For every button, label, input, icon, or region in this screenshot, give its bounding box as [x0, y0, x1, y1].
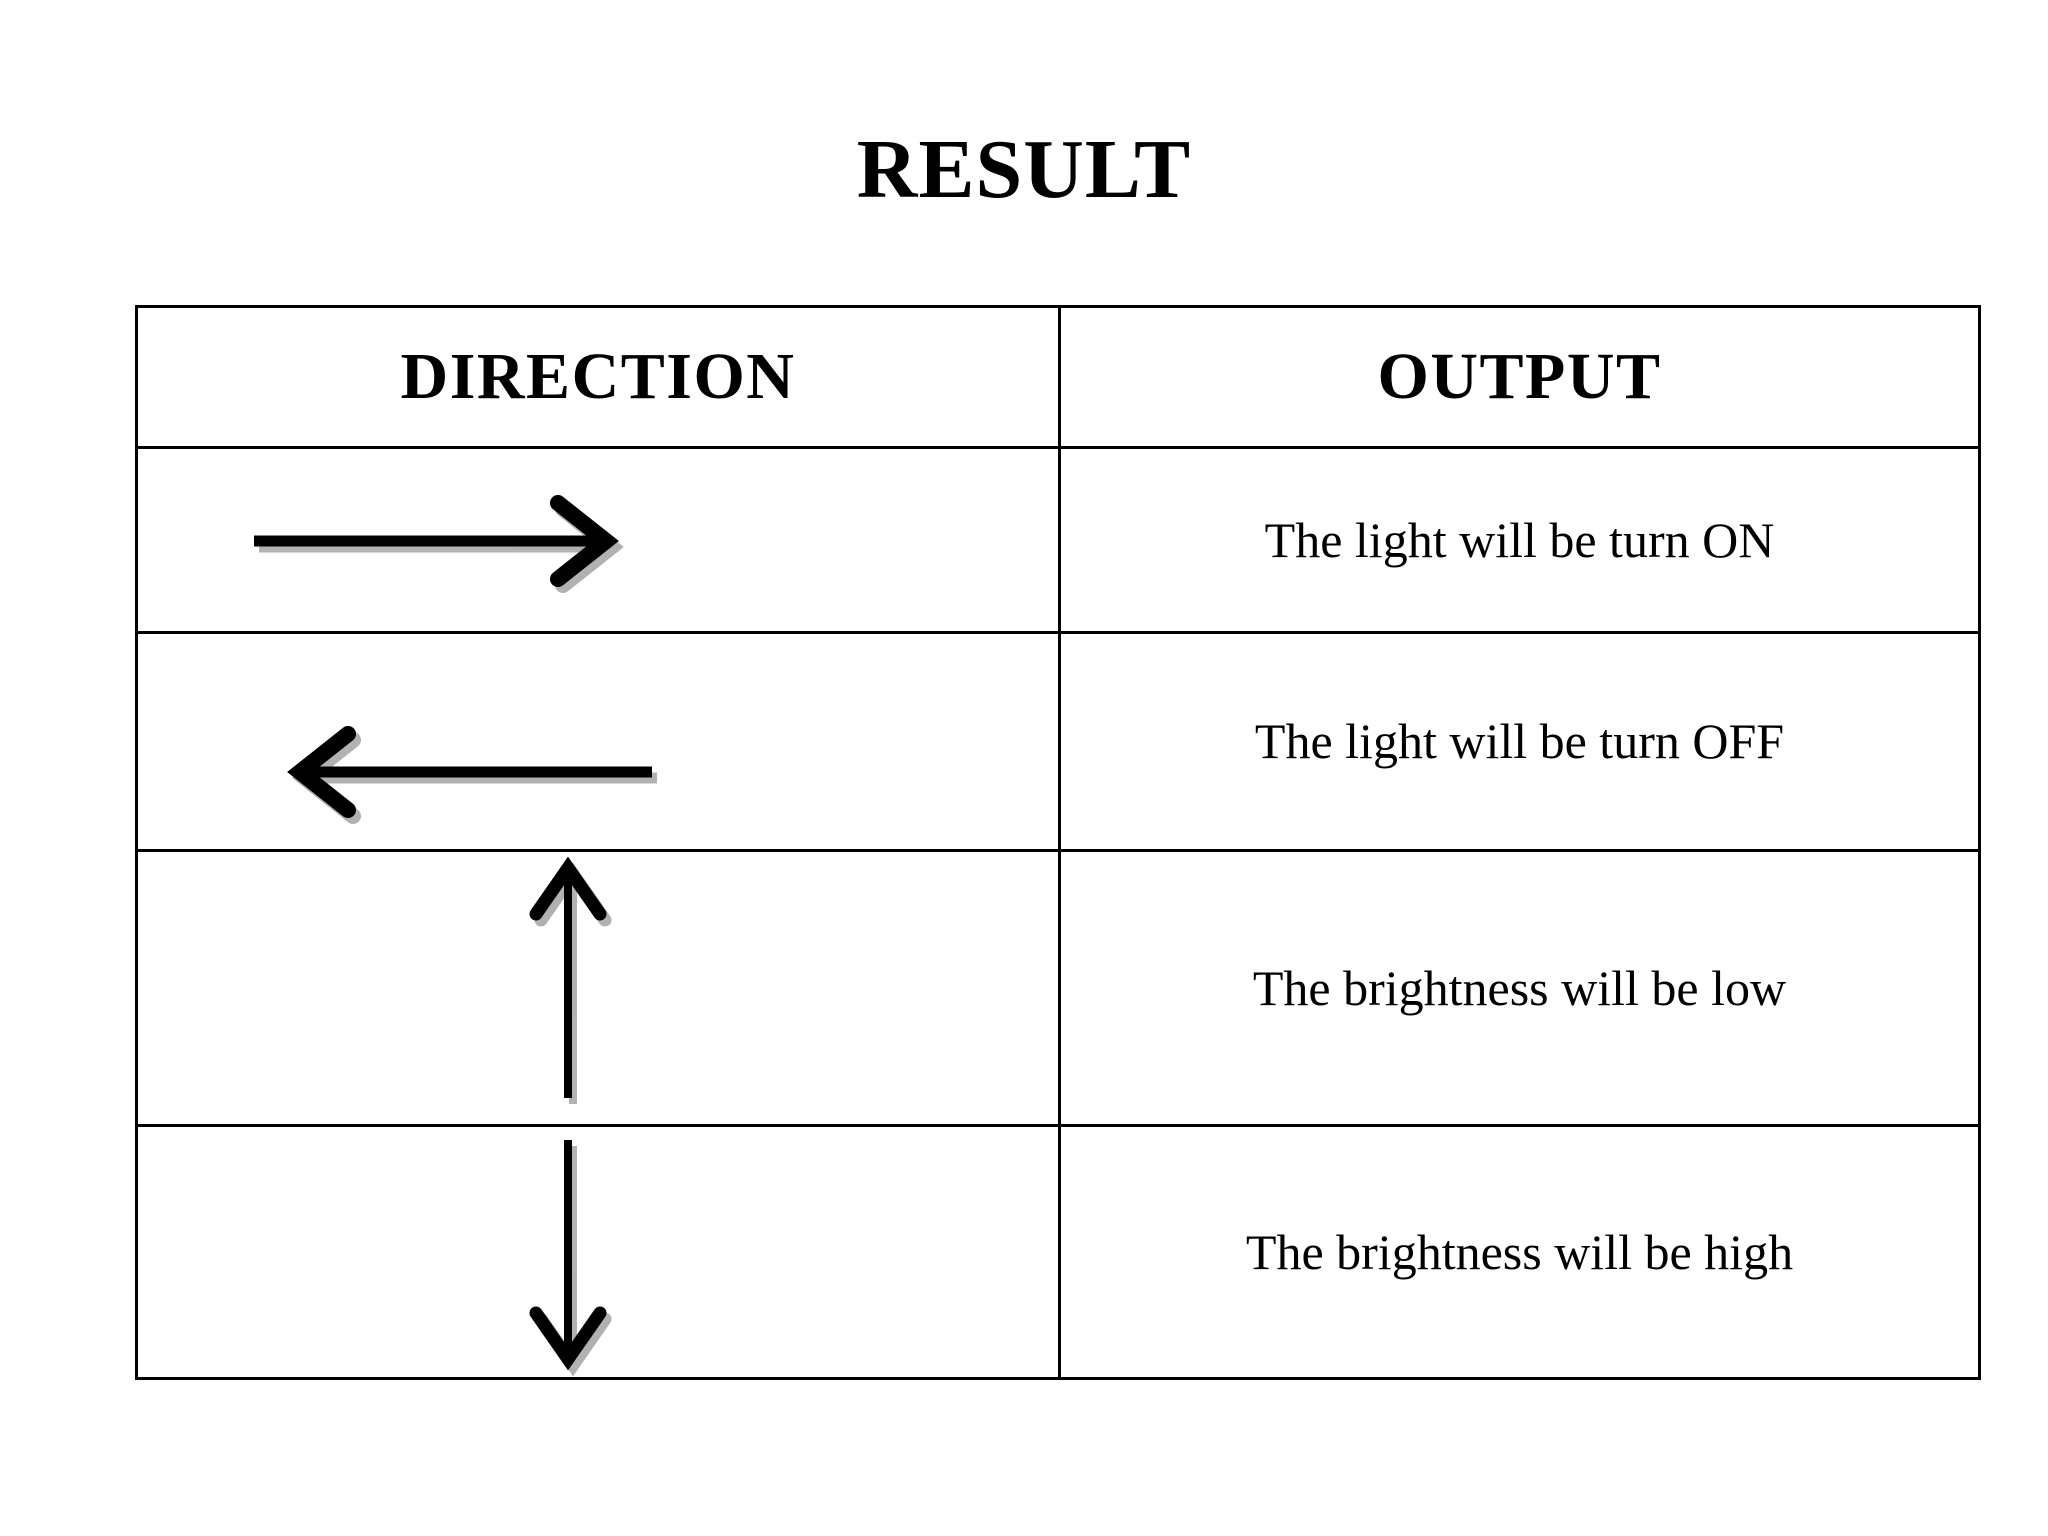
result-table: DIRECTION OUTPUT: [135, 305, 1981, 1380]
table-row: The brightness will be low: [135, 849, 1981, 1127]
output-cell: The brightness will be low: [1058, 849, 1981, 1127]
output-cell: The light will be turn OFF: [1058, 631, 1981, 852]
direction-cell-down: [135, 1124, 1061, 1380]
arrow-right-glyph: [254, 495, 624, 593]
arrow-right-icon: [138, 449, 1058, 631]
arrow-left-glyph: [287, 726, 657, 824]
arrow-down-glyph: [529, 1140, 612, 1377]
arrow-down-icon: [138, 1127, 1058, 1377]
output-cell: The light will be turn ON: [1058, 446, 1981, 634]
direction-cell-left: [135, 631, 1061, 852]
column-header-direction: DIRECTION: [135, 305, 1061, 449]
arrow-left-icon: [138, 634, 1058, 849]
column-header-output: OUTPUT: [1058, 305, 1981, 449]
arrow-up-icon: [138, 852, 1058, 1124]
direction-cell-up: [135, 849, 1061, 1127]
table-row: The light will be turn ON: [135, 446, 1981, 634]
output-text: The brightness will be low: [1252, 959, 1787, 1016]
table-row: The brightness will be high: [135, 1124, 1981, 1380]
output-text: The light will be turn ON: [1264, 511, 1775, 568]
table-header-row: DIRECTION OUTPUT: [135, 305, 1981, 449]
direction-cell-right: [135, 446, 1061, 634]
output-cell: The brightness will be high: [1058, 1124, 1981, 1380]
table-row: The light will be turn OFF: [135, 631, 1981, 852]
output-text: The brightness will be high: [1245, 1223, 1794, 1280]
page-title: RESULT: [856, 123, 1192, 216]
output-text: The light will be turn OFF: [1254, 713, 1785, 769]
arrow-up-glyph: [529, 856, 612, 1104]
